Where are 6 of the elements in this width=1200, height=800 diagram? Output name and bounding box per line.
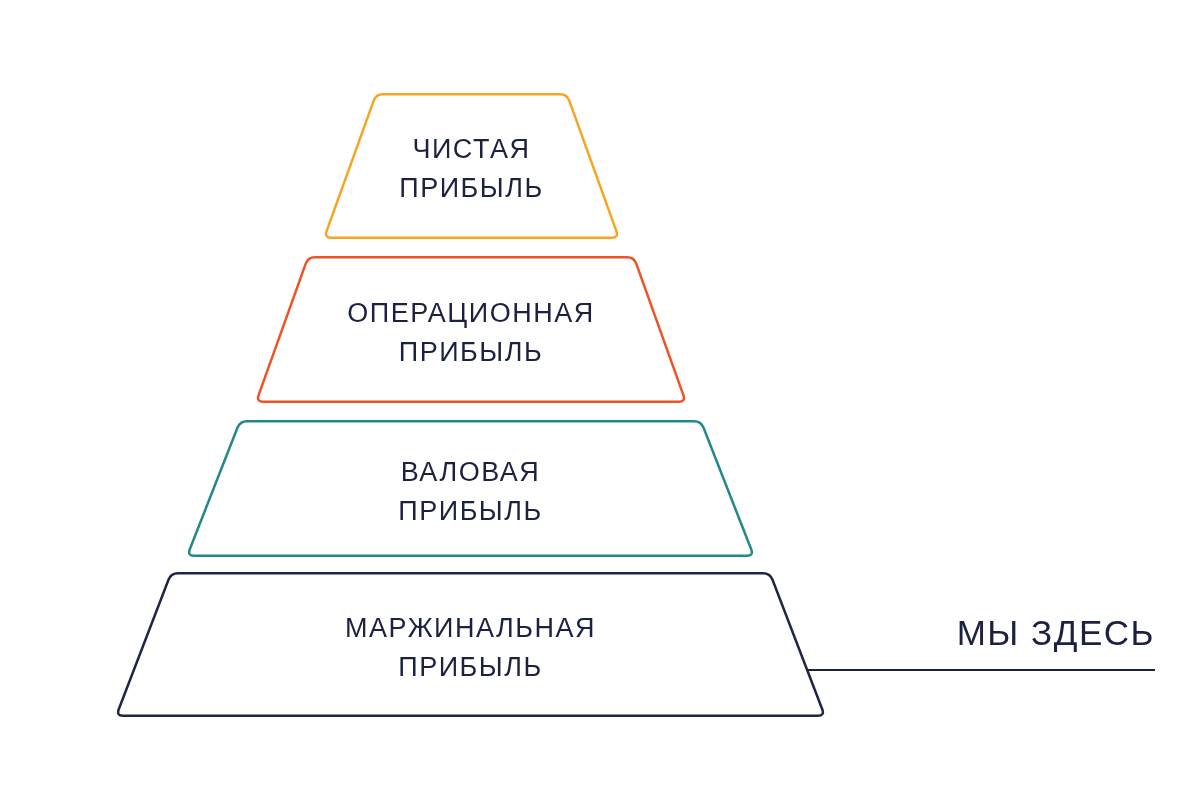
tier-label: ВАЛОВАЯ ПРИБЫЛЬ — [398, 455, 543, 528]
tier-label: ОПЕРАЦИОННАЯ ПРИБЫЛЬ — [347, 296, 595, 369]
tier-label: ЧИСТАЯ ПРИБЫЛЬ — [399, 133, 544, 205]
leader-line — [806, 669, 1156, 671]
tier-label: МАРЖИНАЛЬНАЯ ПРИБЫЛЬ — [344, 611, 597, 684]
callout-text: МЫ ЗДЕСЬ — [940, 610, 1155, 656]
